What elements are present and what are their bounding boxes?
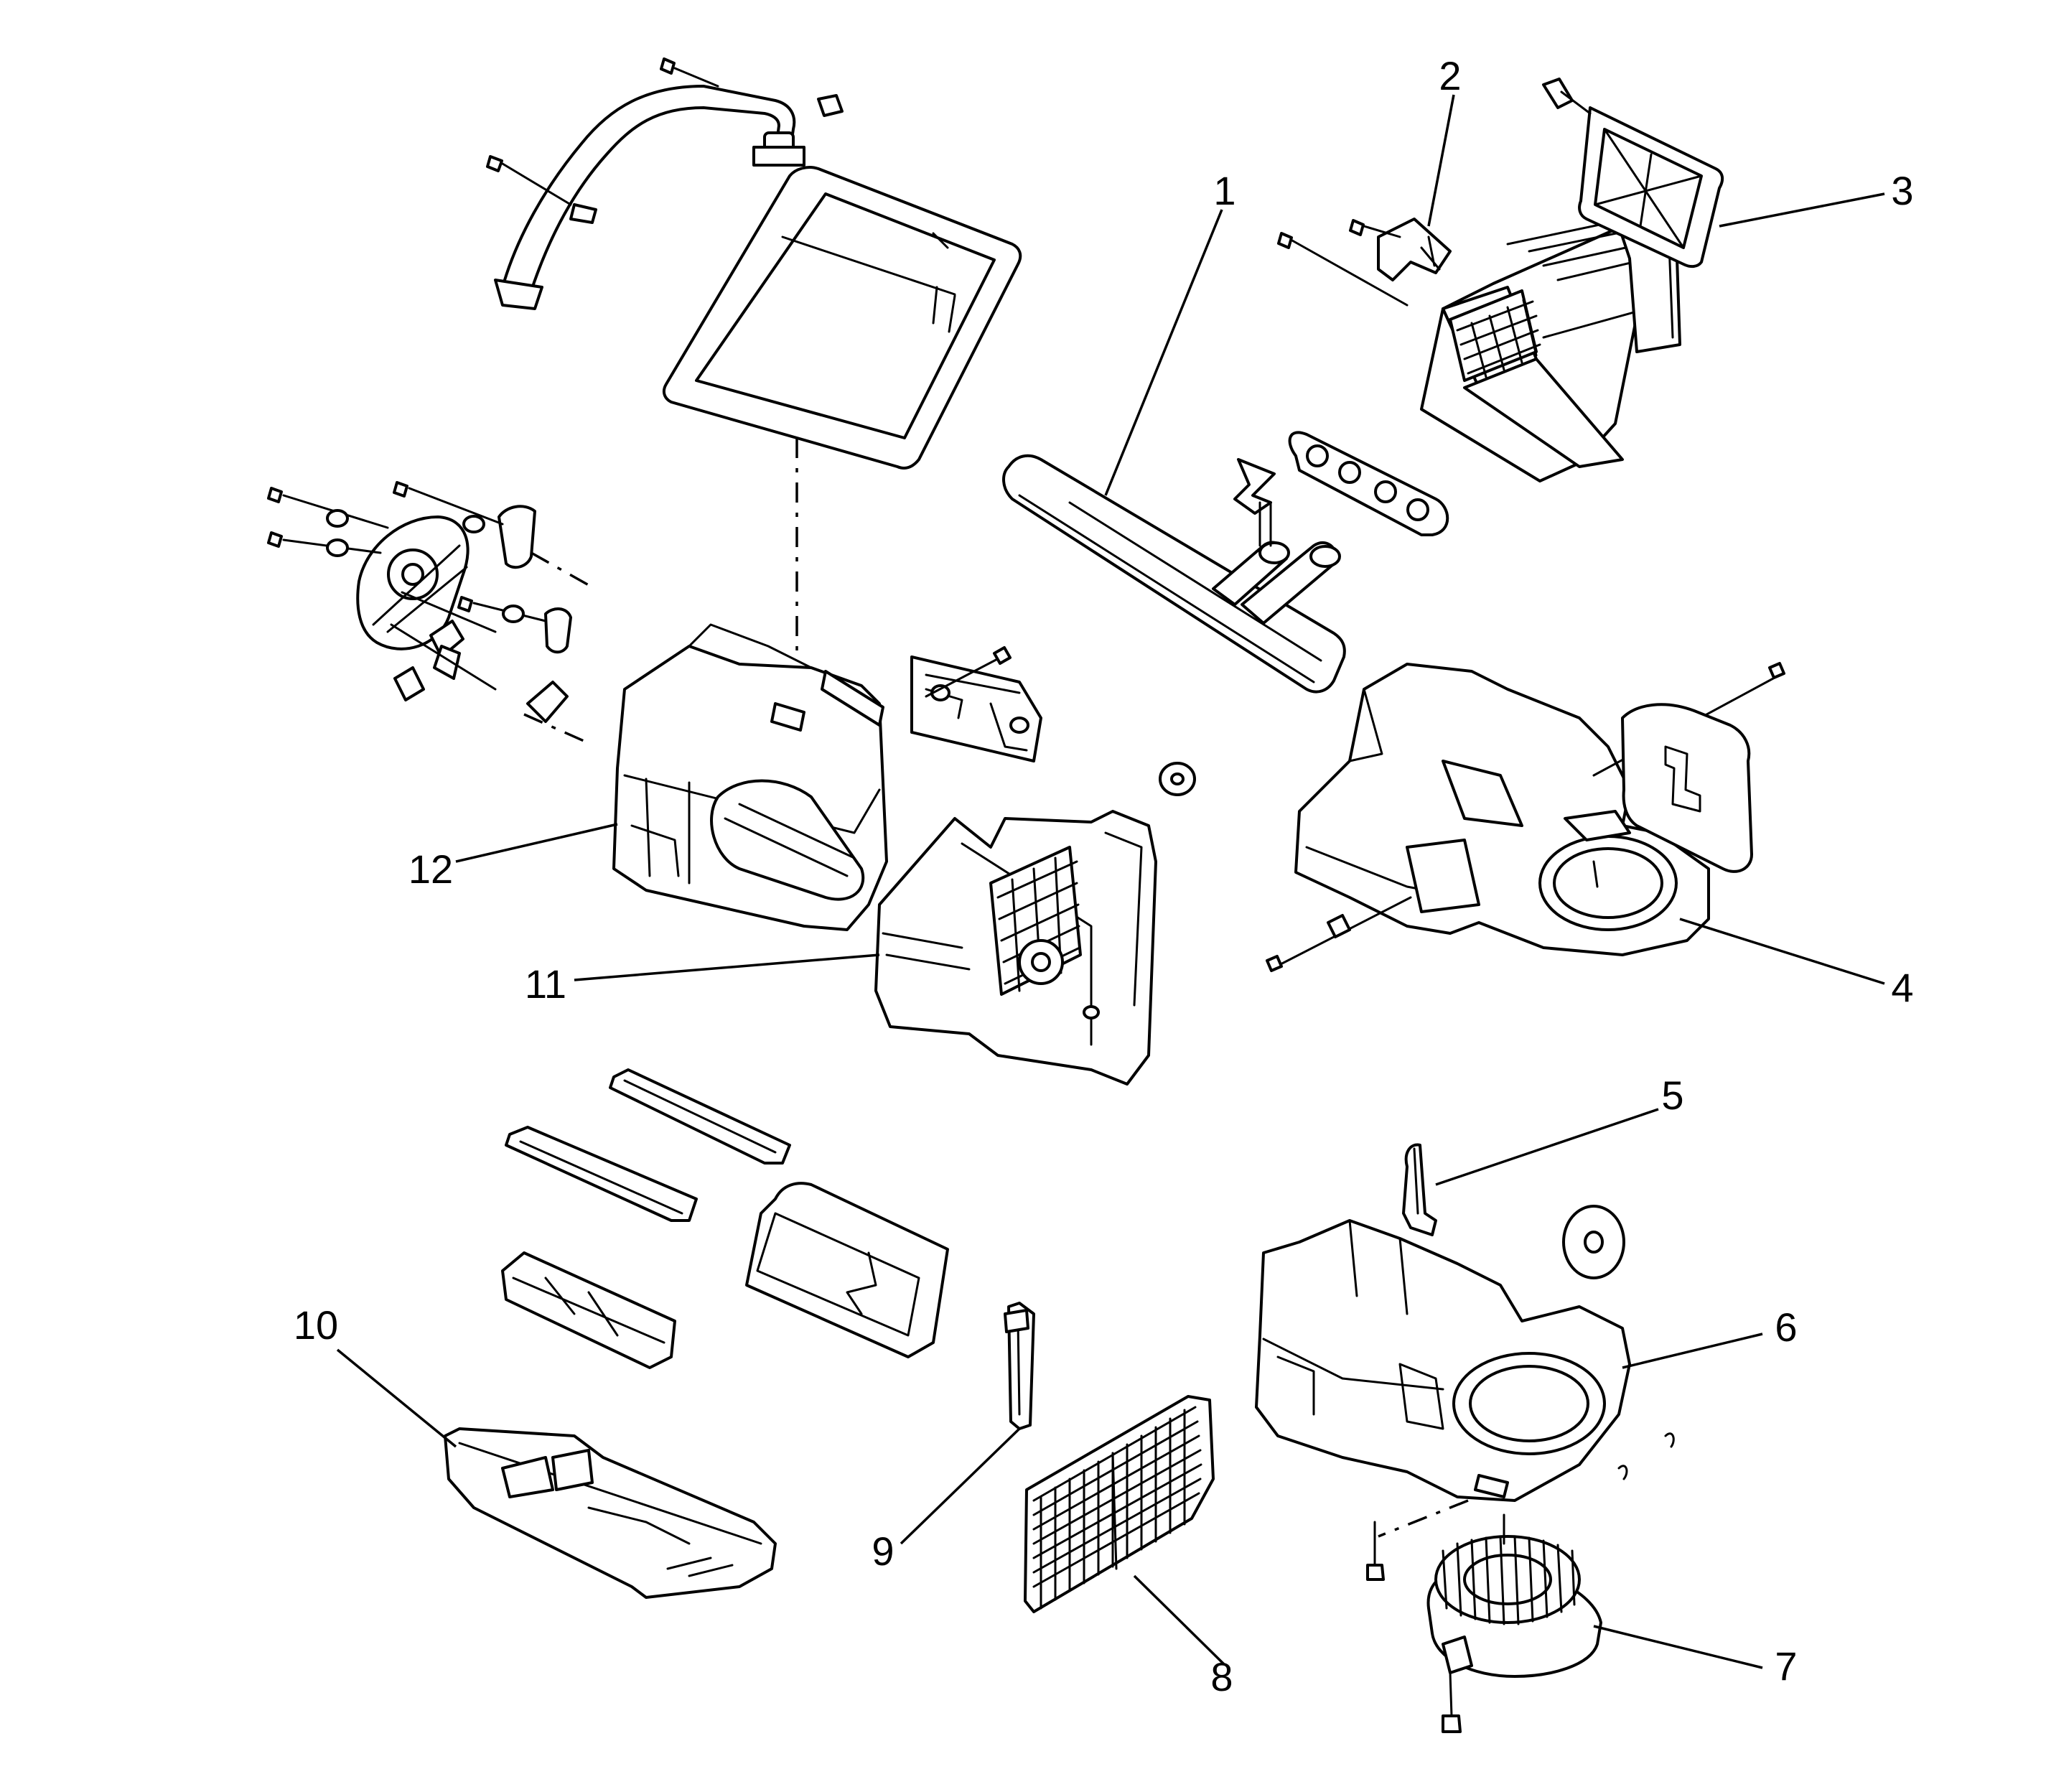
leader-6	[1622, 1333, 1763, 1369]
blower-motor	[1426, 1513, 1602, 1733]
center-case	[874, 810, 1157, 1086]
leader-9	[900, 1427, 1021, 1545]
lower-case	[444, 1427, 777, 1599]
callout-5: 5	[1661, 1073, 1683, 1118]
callout-1: 1	[1213, 168, 1235, 213]
callout-labels: 1 2 3 4 5 6 7 8 9 10 11 12	[294, 53, 1914, 1699]
leader-lines	[336, 94, 1885, 1669]
leader-3	[1719, 192, 1885, 228]
callout-9: 9	[872, 1529, 894, 1574]
leader-12	[455, 823, 618, 863]
callout-11: 11	[525, 961, 566, 1007]
leader-8	[1133, 1574, 1225, 1666]
leader-11	[574, 953, 880, 981]
air-filter	[1024, 1395, 1215, 1613]
blower-housing	[1255, 1219, 1675, 1581]
lower-door-set	[501, 1068, 949, 1369]
callout-2: 2	[1439, 53, 1461, 98]
leader-10	[336, 1348, 457, 1448]
gasket-frame	[662, 166, 1022, 470]
actuator-door-group	[267, 481, 589, 745]
callout-7: 7	[1775, 1643, 1797, 1689]
air-inlet-filter	[1542, 78, 1724, 269]
leader-2	[1427, 94, 1455, 227]
case-half-right	[1266, 662, 1785, 972]
leader-4	[1679, 918, 1885, 985]
clip	[1402, 1143, 1437, 1236]
washer	[1562, 1205, 1625, 1279]
filter-retainer	[1004, 1302, 1035, 1430]
coolant-pipe-assembly	[486, 57, 844, 310]
callout-3: 3	[1891, 168, 1913, 213]
leader-5	[1435, 1108, 1659, 1186]
leader-7	[1593, 1625, 1763, 1669]
case-half-left	[612, 623, 1196, 931]
callout-8: 8	[1210, 1654, 1233, 1699]
air-inlet-assembly	[1277, 214, 1681, 482]
leader-1	[1104, 209, 1223, 496]
callout-4: 4	[1891, 965, 1913, 1010]
heater-core	[1002, 454, 1346, 694]
callout-10: 10	[294, 1302, 338, 1348]
callout-12: 12	[408, 846, 453, 892]
pipe-gasket	[1288, 431, 1449, 536]
callout-6: 6	[1775, 1305, 1797, 1350]
